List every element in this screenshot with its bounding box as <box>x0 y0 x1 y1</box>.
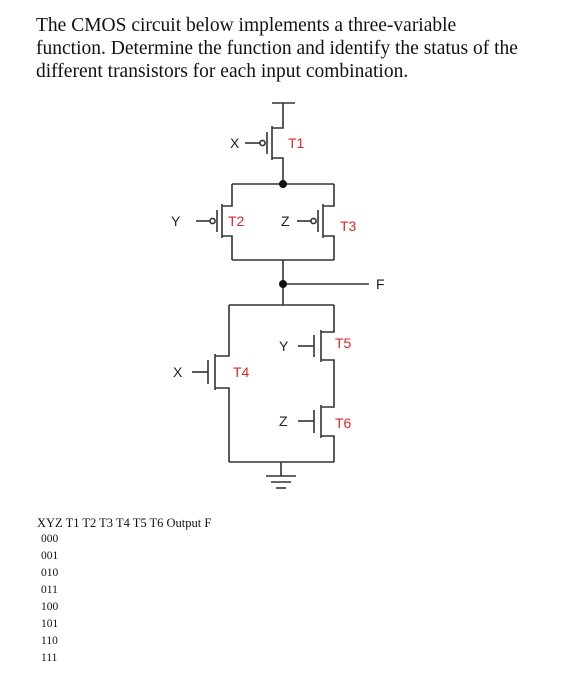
t3-label: T3 <box>340 218 357 234</box>
question-line-1: The CMOS circuit below implements a thre… <box>36 15 457 36</box>
output-junction <box>279 280 287 288</box>
t3-drain-wire <box>323 235 335 260</box>
t5-label: T5 <box>335 335 352 351</box>
circuit-wires <box>192 102 369 489</box>
input-labels: X Y Z X Y Z F <box>171 135 385 429</box>
table-row: 010 <box>41 567 59 579</box>
t4-label: T4 <box>233 364 250 380</box>
t5-drain-wire <box>321 305 335 333</box>
table-row: 111 <box>41 652 58 664</box>
t6-input-label: Z <box>279 413 288 429</box>
junction-dots <box>279 180 287 288</box>
t2-source-wire <box>222 184 233 207</box>
t2-label: T2 <box>228 213 245 229</box>
t6-source-wire <box>321 435 335 462</box>
t3-input-label: Z <box>281 213 290 229</box>
t6-label: T6 <box>335 415 352 431</box>
question-line-2: function. Determine the function and ide… <box>36 38 518 59</box>
table-row: 000 <box>41 533 59 545</box>
t4-drain-wire <box>215 305 230 357</box>
t5-t6-wire <box>321 359 335 408</box>
truth-table-header: XYZ T1 T2 T3 T4 T5 T6 Output F <box>37 516 212 530</box>
t1-source-wire <box>272 103 284 129</box>
question-text: The CMOS circuit below implements a thre… <box>36 14 556 83</box>
cmos-circuit-diagram: X Y Z X Y Z F T1 T2 T3 T4 T5 T6 <box>171 102 385 489</box>
t2-input-label: Y <box>171 213 181 229</box>
table-row: 001 <box>41 550 59 562</box>
question-line-3: different transistors for each input com… <box>36 61 409 82</box>
pmos-top-junction <box>279 180 287 188</box>
t4-source-wire <box>215 387 230 462</box>
table-row: 100 <box>41 601 59 613</box>
pmos-bubbles <box>209 139 317 225</box>
t2-drain-wire <box>222 235 233 260</box>
table-row: 101 <box>41 618 59 630</box>
transistor-labels: T1 T2 T3 T4 T5 T6 <box>228 135 357 431</box>
t3-source-wire <box>323 184 335 207</box>
t3-bubble <box>310 217 317 225</box>
t4-input-label: X <box>173 364 183 380</box>
output-label: F <box>376 276 385 292</box>
table-row: 110 <box>41 635 58 647</box>
t1-drain-wire <box>272 157 284 184</box>
t1-bubble <box>259 139 266 147</box>
t2-bubble <box>209 217 216 225</box>
t1-label: T1 <box>288 135 305 151</box>
t1-input-label: X <box>230 135 240 151</box>
t5-input-label: Y <box>279 338 289 354</box>
truth-table-rows: 000 001 010 011 100 101 110 111 <box>41 531 58 667</box>
table-row: 011 <box>41 584 58 596</box>
